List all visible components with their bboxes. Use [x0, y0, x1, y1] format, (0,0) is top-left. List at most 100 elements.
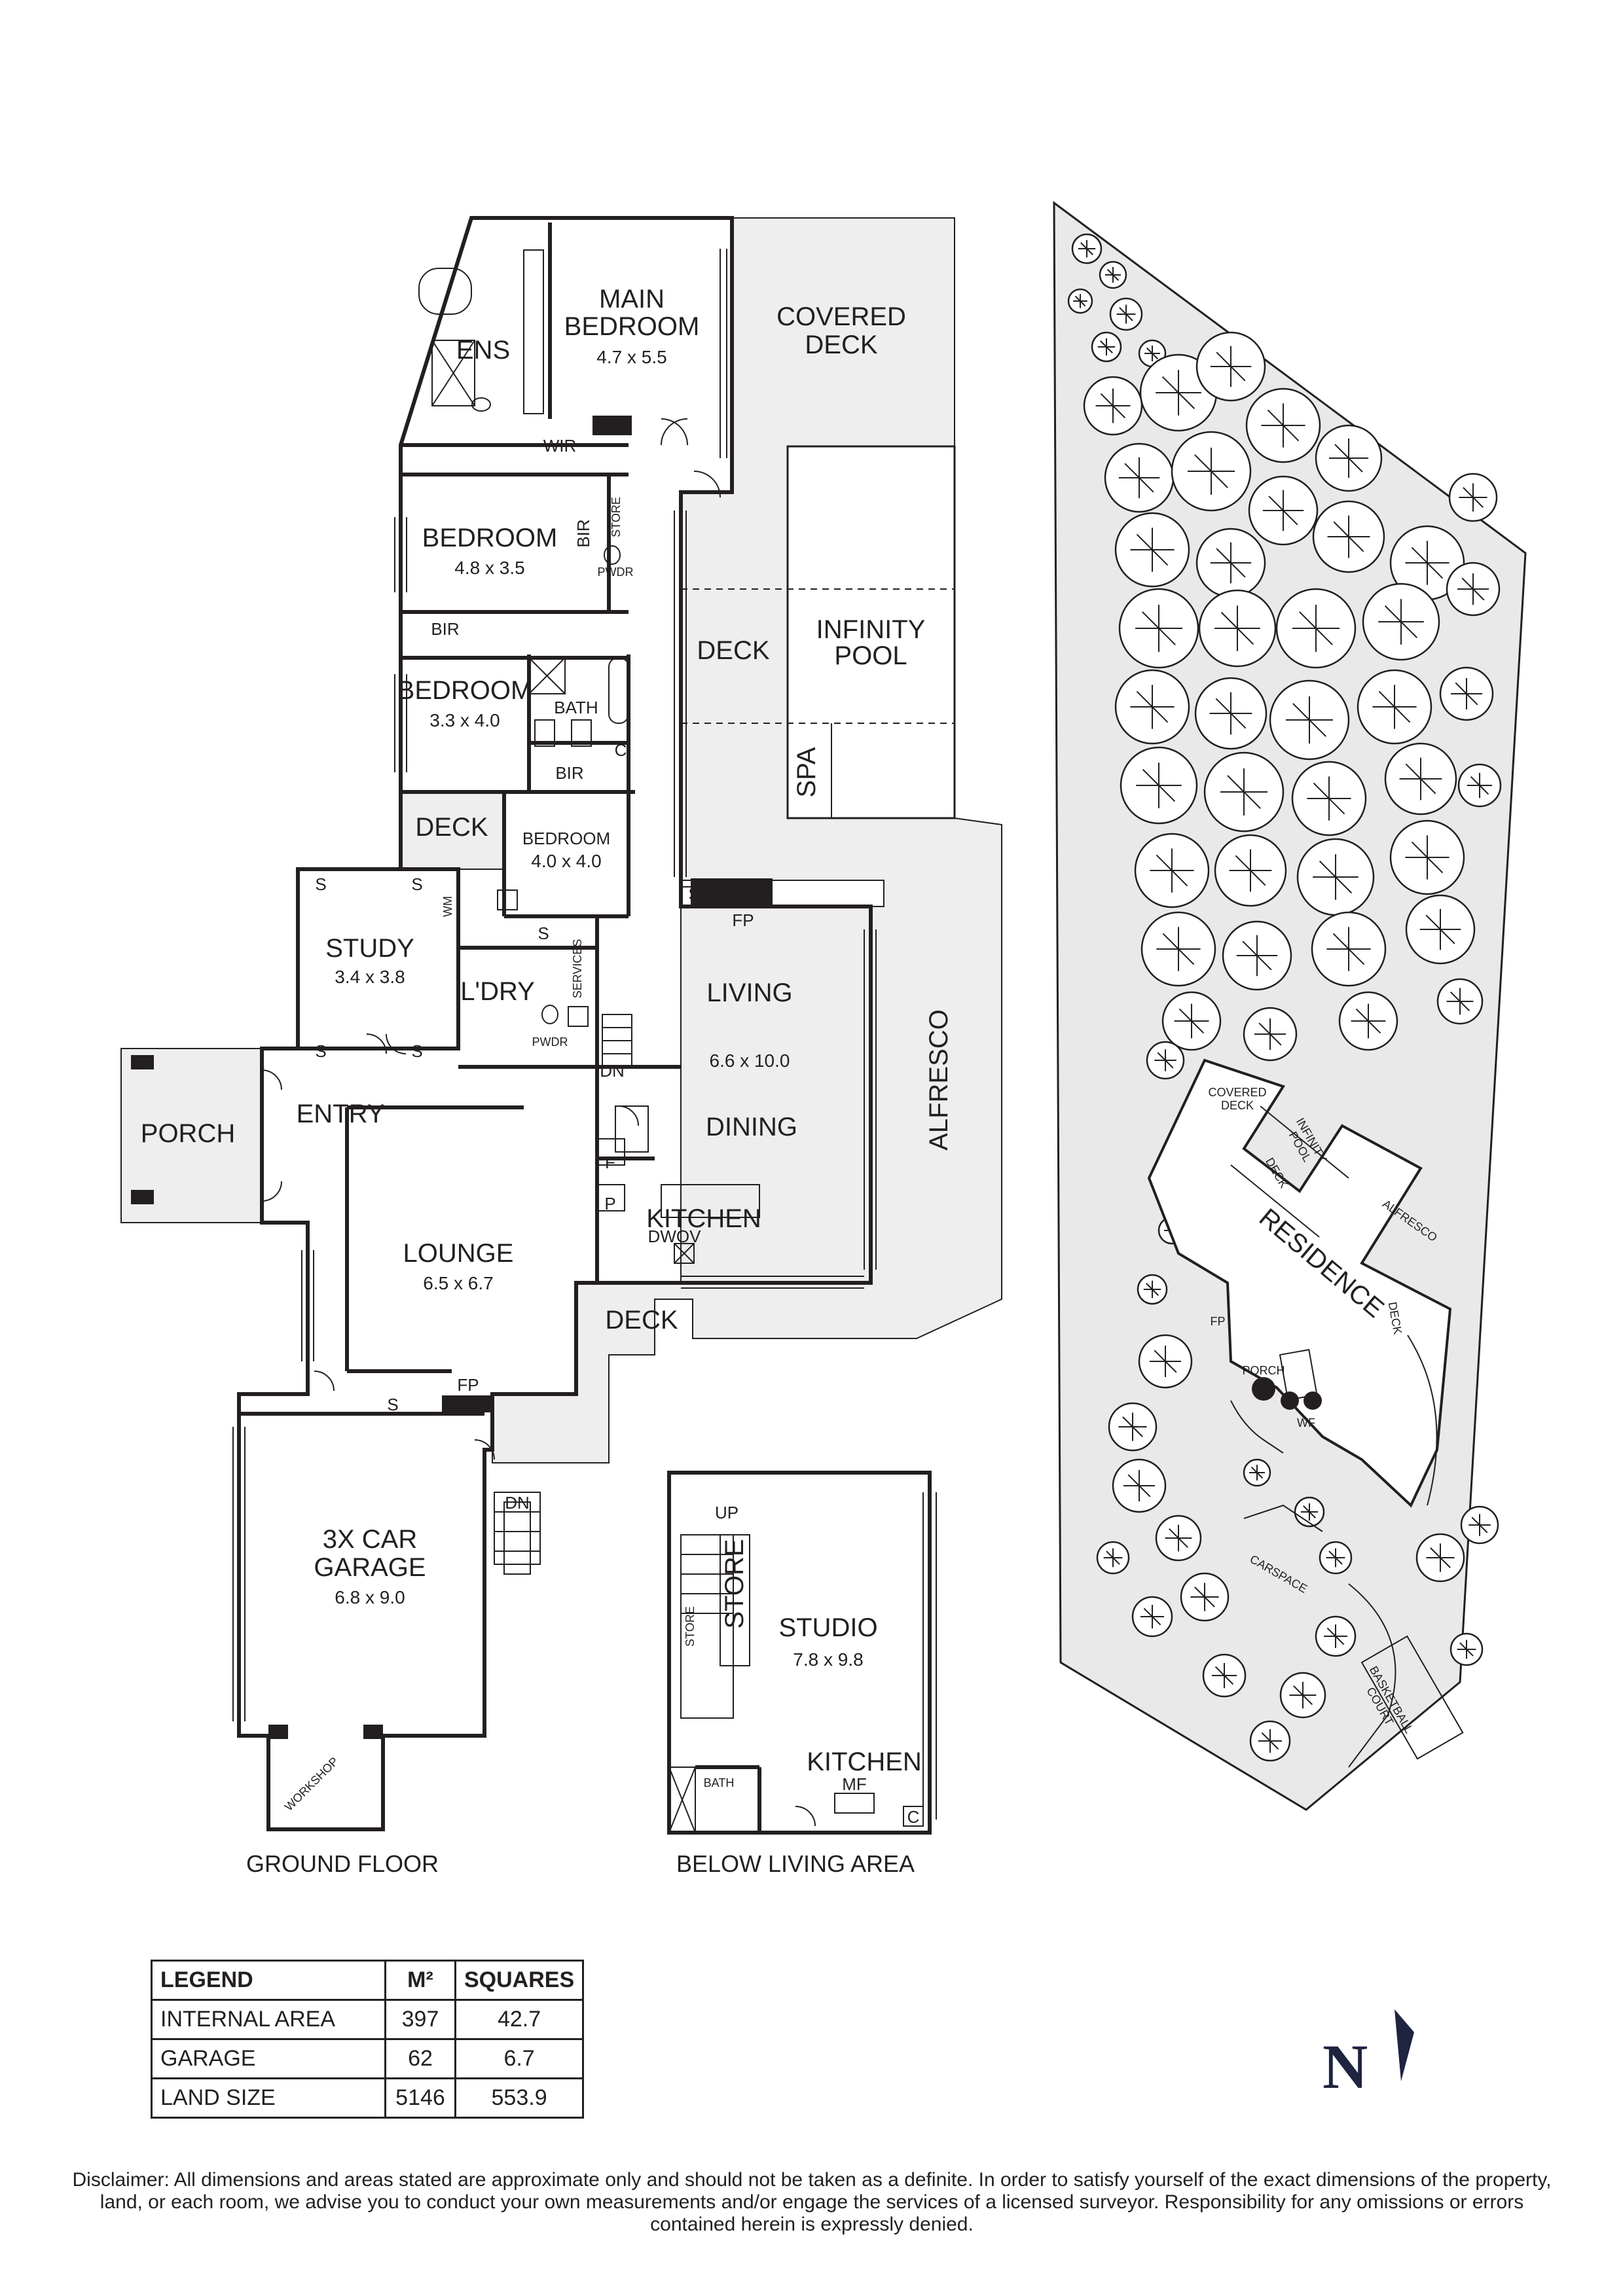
legend-cell: LAND SIZE: [151, 2077, 386, 2119]
tree-branches: [1292, 605, 1340, 652]
tree-branches: [1143, 1280, 1161, 1299]
tree-branches: [1313, 854, 1359, 900]
tree-branches: [1419, 908, 1461, 950]
site-fp-label: FP: [1210, 1315, 1225, 1328]
tree-branches: [1405, 835, 1450, 880]
garage-dims: 6.8 x 9.0: [335, 1587, 405, 1607]
tree-branches: [1097, 338, 1116, 356]
tree-branches: [1446, 988, 1474, 1015]
tree-branches: [1451, 678, 1482, 709]
tree-branches: [1326, 1548, 1345, 1568]
studio-kitchen-label: KITCHEN: [807, 1748, 922, 1776]
tree-branches: [1457, 573, 1489, 605]
tree-branches: [1118, 457, 1160, 499]
alfresco-label: ALFRESCO: [924, 1009, 953, 1151]
f-mark: F: [605, 1153, 615, 1172]
tree-branches: [1326, 927, 1371, 971]
tree-branches: [1378, 599, 1424, 645]
studio-outline: [667, 1471, 932, 1835]
deck-main-label: DECK: [697, 636, 769, 665]
bedroom-4-dims: 4.0 x 4.0: [531, 851, 601, 871]
tree-branches: [1103, 1548, 1123, 1568]
s-mark-4: S: [411, 1041, 422, 1061]
tree-branches: [1156, 370, 1201, 416]
bedroom-4-label: BEDROOM: [522, 829, 610, 848]
tree-branches: [1209, 692, 1252, 735]
site-porch-label: PORCH: [1242, 1364, 1285, 1377]
legend-cell: 62: [384, 2038, 456, 2079]
tree-branches: [1144, 346, 1160, 361]
studio-dims: 7.8 x 9.8: [793, 1649, 863, 1670]
ground-floor-caption: GROUND FLOOR: [246, 1850, 439, 1877]
tree-branches: [1258, 1729, 1282, 1753]
legend-cell: GARAGE: [151, 2038, 386, 2079]
tree-branches: [1399, 757, 1442, 800]
table-row: INTERNAL AREA 397 42.7: [151, 1999, 585, 2040]
bir-label-b: BIR: [431, 619, 459, 639]
s-mark-3: S: [315, 1041, 326, 1061]
tree-branches: [1261, 403, 1305, 448]
tree-branches: [1459, 483, 1487, 512]
tree-branches: [1327, 515, 1370, 558]
legend-cell: 42.7: [454, 1999, 585, 2040]
tree-branches: [1190, 1583, 1219, 1611]
store-label: STORE: [610, 497, 623, 537]
tree-branches: [1135, 605, 1182, 652]
compass-letter: N: [1322, 2032, 1368, 2102]
wm-label: WM: [441, 896, 454, 917]
tree-branches: [1211, 1662, 1237, 1689]
studio-up-label: UP: [715, 1503, 739, 1522]
pwdr-label-b: PWDR: [532, 1035, 568, 1049]
below-living-caption: BELOW LIVING AREA: [676, 1850, 915, 1877]
tree-branches: [1174, 1003, 1209, 1039]
bedroom-3-label: BEDROOM: [397, 676, 533, 705]
legend-cell: 6.7: [454, 2038, 585, 2079]
tree-branches: [1351, 1003, 1386, 1039]
ens-label: ENS: [456, 336, 510, 365]
tree-branches: [1078, 240, 1096, 258]
tree-branches: [1329, 439, 1368, 478]
tree-branches: [1188, 448, 1235, 495]
study-wing-outline: [298, 867, 460, 1050]
studio-bath-label: BATH: [704, 1776, 735, 1789]
s-mark-7: S: [387, 1395, 398, 1414]
tree-branches: [1214, 605, 1260, 651]
tree-branches: [1136, 762, 1182, 808]
lounge-label: LOUNGE: [403, 1239, 514, 1268]
tree-branches: [1426, 1543, 1455, 1572]
tree-branches: [1095, 388, 1131, 423]
site-trees: [1067, 233, 1502, 1762]
below-living-plan: UP STORE STORE STUDIO 7.8 x 9.8 KITCHEN …: [667, 1471, 937, 1877]
studio-mf-label: MF: [842, 1774, 867, 1794]
lounge-dims: 6.5 x 6.7: [423, 1273, 493, 1293]
legend-cell: 5146: [384, 2077, 456, 2119]
deck-lower-label: DECK: [605, 1306, 678, 1335]
pwdr-label-a: PWDR: [598, 565, 634, 579]
tree-branches: [1254, 1018, 1286, 1050]
tree-branches: [1262, 490, 1304, 531]
tree-branches: [1130, 685, 1175, 729]
kitchen-label: KITCHEN: [646, 1204, 761, 1233]
porch-label: PORCH: [141, 1119, 235, 1148]
bir-label-a: BIR: [574, 519, 593, 547]
tree-branches: [1467, 772, 1493, 798]
tree-branches: [1210, 346, 1252, 387]
tree-branches: [1229, 849, 1272, 892]
tree-branches: [1118, 1412, 1147, 1441]
tree-branches: [1116, 304, 1136, 324]
living-dims: 6.6 x 10.0: [710, 1050, 790, 1071]
s-mark-6: S: [688, 884, 699, 904]
north-arrow-icon: N: [1322, 2009, 1414, 2102]
tree-branches: [1220, 768, 1267, 816]
site-residence-outline: [1147, 1058, 1452, 1508]
dn-label: DN: [600, 1061, 625, 1081]
dn-label-garage: DN: [505, 1493, 530, 1513]
tree-branches: [1307, 776, 1351, 821]
bir-label-c: BIR: [555, 763, 583, 783]
infinity-pool-shape: [786, 445, 956, 819]
studio-store-label: STORE: [720, 1539, 749, 1628]
